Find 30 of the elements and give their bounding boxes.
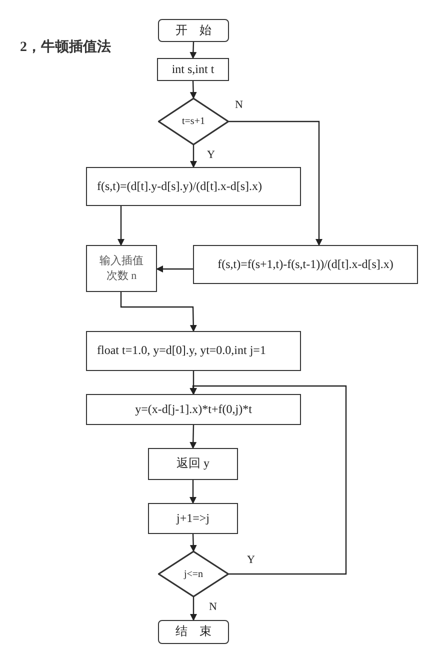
arrow (190, 480, 196, 504)
process-box: 返回 y (148, 448, 238, 480)
edge-label: N (208, 602, 218, 613)
process-box: f(s,t)=f(s+1,t)-f(s,t-1))/(d[t].x-d[s].x) (193, 245, 418, 284)
decision-diamond: j<=n (158, 551, 229, 597)
arrow (190, 534, 197, 552)
decision-diamond: t=s+1 (158, 98, 229, 145)
arrow (190, 145, 197, 168)
arrow (118, 206, 124, 246)
process-box: y=(x-d[j-1].x)*t+f(0,j)*t (86, 394, 301, 425)
arrow (190, 371, 197, 395)
arrow (190, 597, 197, 621)
process-box: int s,int t (157, 58, 229, 81)
arrow (190, 42, 197, 59)
arrow (190, 385, 347, 575)
edge-label: Y (246, 555, 256, 566)
arrow (190, 80, 197, 99)
arrow (229, 120, 322, 246)
arrow (190, 424, 197, 449)
start-terminal: 开始 (158, 19, 229, 42)
arrow (156, 266, 193, 272)
input-box: 输入插值次数 n (86, 245, 157, 292)
edge-label: Y (206, 150, 216, 161)
edge-label: N (234, 100, 244, 111)
arrow (120, 292, 197, 332)
heading: 2，牛顿插值法 (20, 38, 111, 56)
process-box: j+1=>j (148, 503, 238, 534)
process-box: float t=1.0, y=d[0].y, yt=0.0,int j=1 (86, 331, 301, 371)
process-box: f(s,t)=(d[t].y-d[s].y)/(d[t].x-d[s].x) (86, 167, 301, 206)
end-terminal: 结束 (158, 620, 229, 644)
